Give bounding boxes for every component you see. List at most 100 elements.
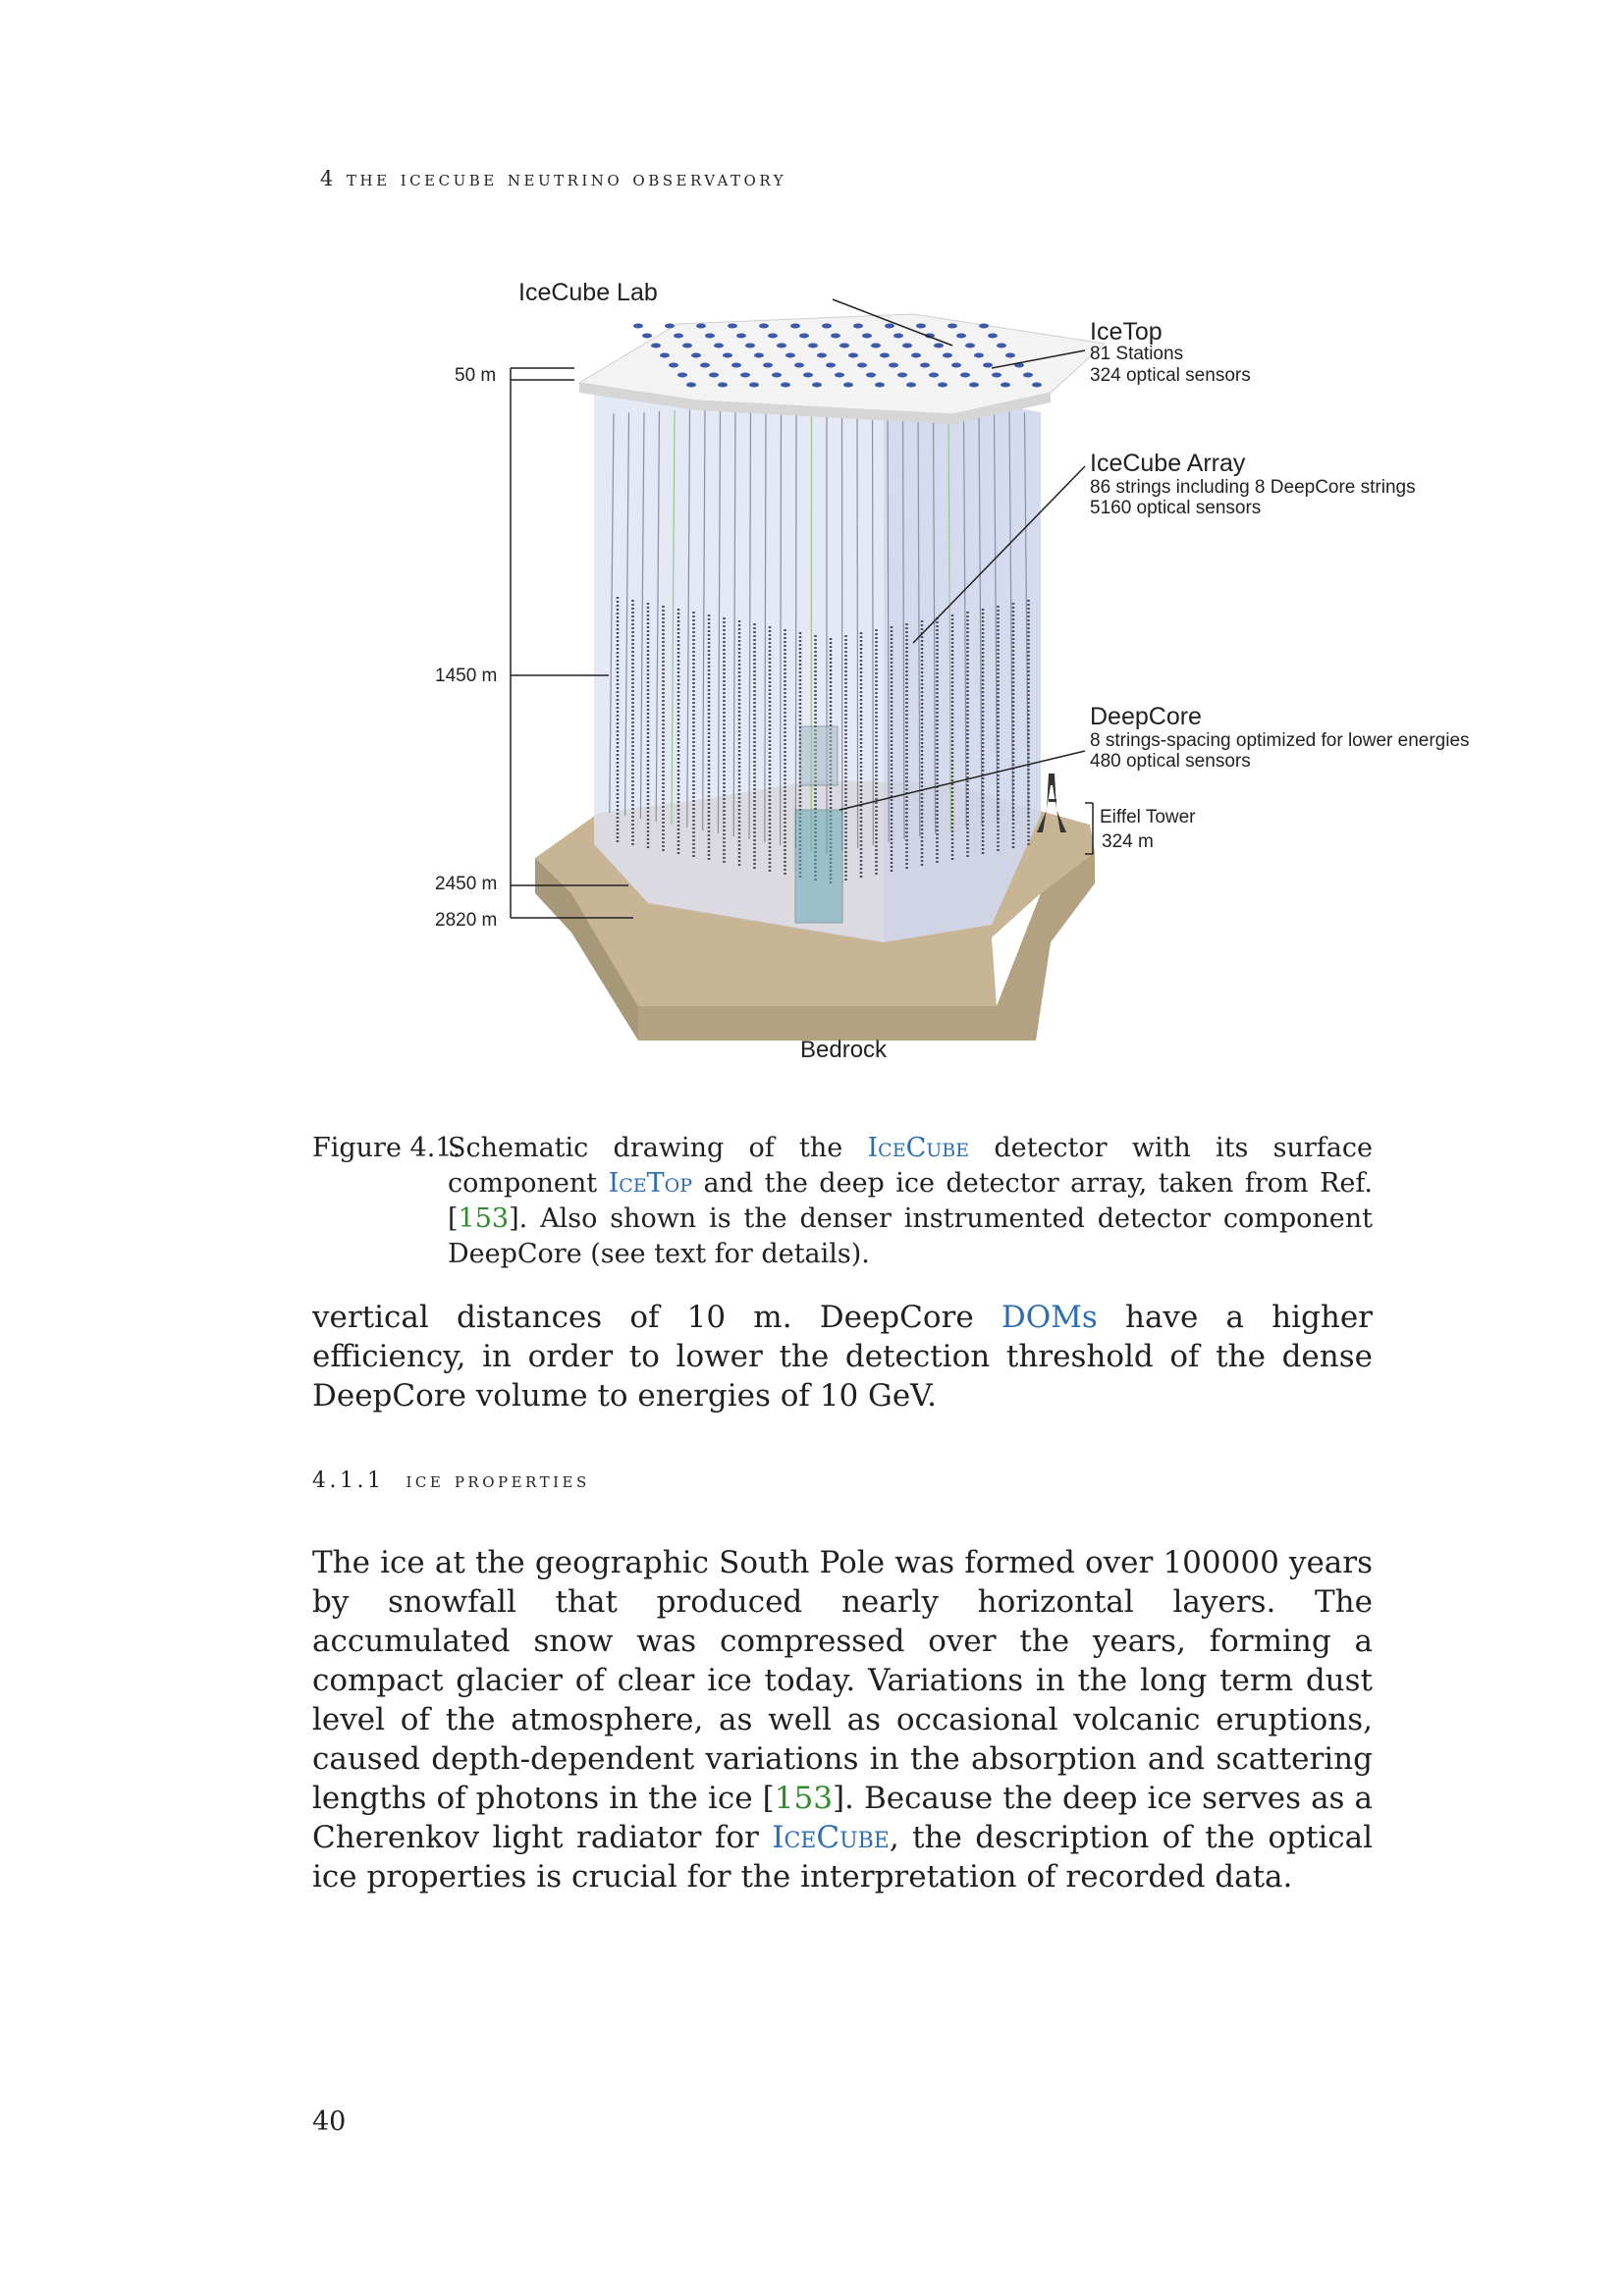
icetop-station-dot bbox=[633, 324, 643, 329]
icetop-station-dot bbox=[857, 363, 867, 368]
icetop-station-dot bbox=[728, 324, 737, 329]
icetop-station-dot bbox=[714, 344, 724, 348]
label-array-strings: 86 strings including 8 DeepCore strings bbox=[1090, 477, 1416, 498]
citation-link[interactable]: 153 bbox=[459, 1203, 510, 1234]
icetop-station-dot bbox=[1023, 373, 1033, 378]
label-depth-2450: 2450 m bbox=[435, 874, 497, 894]
detector-schematic: IceCube Lab IceTop 81 Stations 324 optic… bbox=[403, 265, 1492, 1080]
icetop-station-dot bbox=[871, 344, 881, 348]
icetop-station-dot bbox=[781, 383, 790, 388]
icetop-station-dot bbox=[911, 353, 921, 358]
paragraph-ice-properties: The ice at the geographic South Pole was… bbox=[312, 1543, 1373, 1896]
icetop-station-dot bbox=[979, 324, 989, 329]
label-deepcore-sensors: 480 optical sensors bbox=[1090, 751, 1251, 772]
icetop-station-dot bbox=[929, 373, 939, 378]
label-deepcore: DeepCore bbox=[1090, 703, 1202, 730]
citation-link[interactable]: 153 bbox=[775, 1781, 833, 1816]
icetop-station-dot bbox=[916, 324, 926, 329]
icetop-station-dot bbox=[875, 383, 885, 388]
icetop-station-dot bbox=[1032, 383, 1042, 388]
icetop-station-dot bbox=[745, 344, 755, 348]
label-eiffel-height: 324 m bbox=[1102, 831, 1154, 852]
icetop-station-dot bbox=[934, 344, 944, 348]
icetop-station-dot bbox=[785, 353, 795, 358]
icetop-station-dot bbox=[799, 334, 809, 339]
icetop-station-dot bbox=[768, 334, 778, 339]
icetop-station-dot bbox=[853, 324, 863, 329]
icetop-station-dot bbox=[691, 353, 701, 358]
icetop-station-dot bbox=[906, 383, 916, 388]
link-doms[interactable]: DOMs bbox=[1001, 1300, 1098, 1335]
icetop-station-dot bbox=[947, 324, 957, 329]
icetop-station-dot bbox=[682, 344, 692, 348]
icetop-station-dot bbox=[920, 363, 930, 368]
icetop-station-dot bbox=[763, 363, 773, 368]
icetop-station-dot bbox=[660, 353, 670, 358]
icetop-station-dot bbox=[759, 324, 769, 329]
icetop-station-dot bbox=[696, 324, 706, 329]
icetop-station-dot bbox=[889, 363, 898, 368]
icetop-station-dot bbox=[997, 344, 1006, 348]
icetop-station-dot bbox=[880, 353, 890, 358]
icetop-station-dot bbox=[866, 373, 876, 378]
icetop-station-dot bbox=[839, 344, 849, 348]
deepcore-upper bbox=[800, 726, 838, 785]
link-icecube[interactable]: IceCube bbox=[772, 1820, 890, 1855]
icetop-station-dot bbox=[960, 373, 970, 378]
icetop-station-dot bbox=[790, 324, 800, 329]
icetop-station-dot bbox=[965, 344, 975, 348]
icetop-station-dot bbox=[897, 373, 907, 378]
icetop-station-dot bbox=[956, 334, 966, 339]
icetop-station-dot bbox=[831, 334, 840, 339]
section-number: 4.1.1 bbox=[312, 1468, 384, 1493]
icetop-station-dot bbox=[740, 373, 750, 378]
deepcore-volume bbox=[795, 810, 842, 923]
label-array-sensors: 5160 optical sensors bbox=[1090, 498, 1261, 518]
icetop-station-dot bbox=[754, 353, 764, 358]
icetop-station-dot bbox=[794, 363, 804, 368]
icecube-detector-figure: IceCube Lab IceTop 81 Stations 324 optic… bbox=[403, 265, 1492, 1080]
icetop-station-dot bbox=[826, 363, 836, 368]
label-icetop: IceTop bbox=[1090, 318, 1163, 346]
label-depth-1450: 1450 m bbox=[435, 666, 497, 686]
icetop-station-dot bbox=[665, 324, 675, 329]
section-title: ice properties bbox=[406, 1468, 589, 1493]
icetop-station-dot bbox=[885, 324, 894, 329]
icetop-station-dot bbox=[686, 383, 696, 388]
section-heading: 4.1.1 ice properties bbox=[312, 1468, 590, 1493]
icetop-station-dot bbox=[642, 334, 652, 339]
icetop-station-dot bbox=[817, 353, 827, 358]
icetop-station-dot bbox=[803, 373, 813, 378]
icetop-station-dot bbox=[974, 353, 984, 358]
icetop-station-dot bbox=[902, 344, 912, 348]
label-depth-50: 50 m bbox=[455, 365, 496, 386]
icetop-station-dot bbox=[893, 334, 903, 339]
detector-string bbox=[857, 404, 858, 848]
icetop-station-dot bbox=[835, 373, 844, 378]
label-depth-2820: 2820 m bbox=[435, 910, 497, 931]
icetop-station-dot bbox=[992, 373, 1001, 378]
icetop-station-dot bbox=[988, 334, 998, 339]
icetop-station-dot bbox=[951, 363, 961, 368]
link-icecube[interactable]: IceCube bbox=[868, 1133, 970, 1163]
caption-label: Figure 4.1: bbox=[312, 1131, 461, 1166]
label-icetop-sensors: 324 optical sensors bbox=[1090, 365, 1251, 386]
icetop-station-dot bbox=[843, 383, 853, 388]
icetop-station-dot bbox=[669, 363, 678, 368]
label-eiffel-tower: Eiffel Tower bbox=[1100, 807, 1196, 828]
icetop-station-dot bbox=[723, 353, 732, 358]
page-number: 40 bbox=[312, 2107, 346, 2137]
label-icecube-array: IceCube Array bbox=[1090, 450, 1246, 477]
icetop-station-dot bbox=[772, 373, 782, 378]
icetop-station-dot bbox=[677, 373, 687, 378]
label-bedrock: Bedrock bbox=[800, 1037, 888, 1063]
icetop-station-dot bbox=[731, 363, 741, 368]
link-icetop[interactable]: IceTop bbox=[609, 1168, 692, 1199]
icetop-station-dot bbox=[700, 363, 710, 368]
icetop-station-dot bbox=[705, 334, 715, 339]
icetop-station-dot bbox=[736, 334, 746, 339]
label-icecube-lab: IceCube Lab bbox=[518, 279, 658, 306]
running-header: 4 the icecube neutrino observatory bbox=[320, 167, 786, 190]
icetop-station-dot bbox=[651, 344, 661, 348]
icetop-station-dot bbox=[1001, 383, 1010, 388]
